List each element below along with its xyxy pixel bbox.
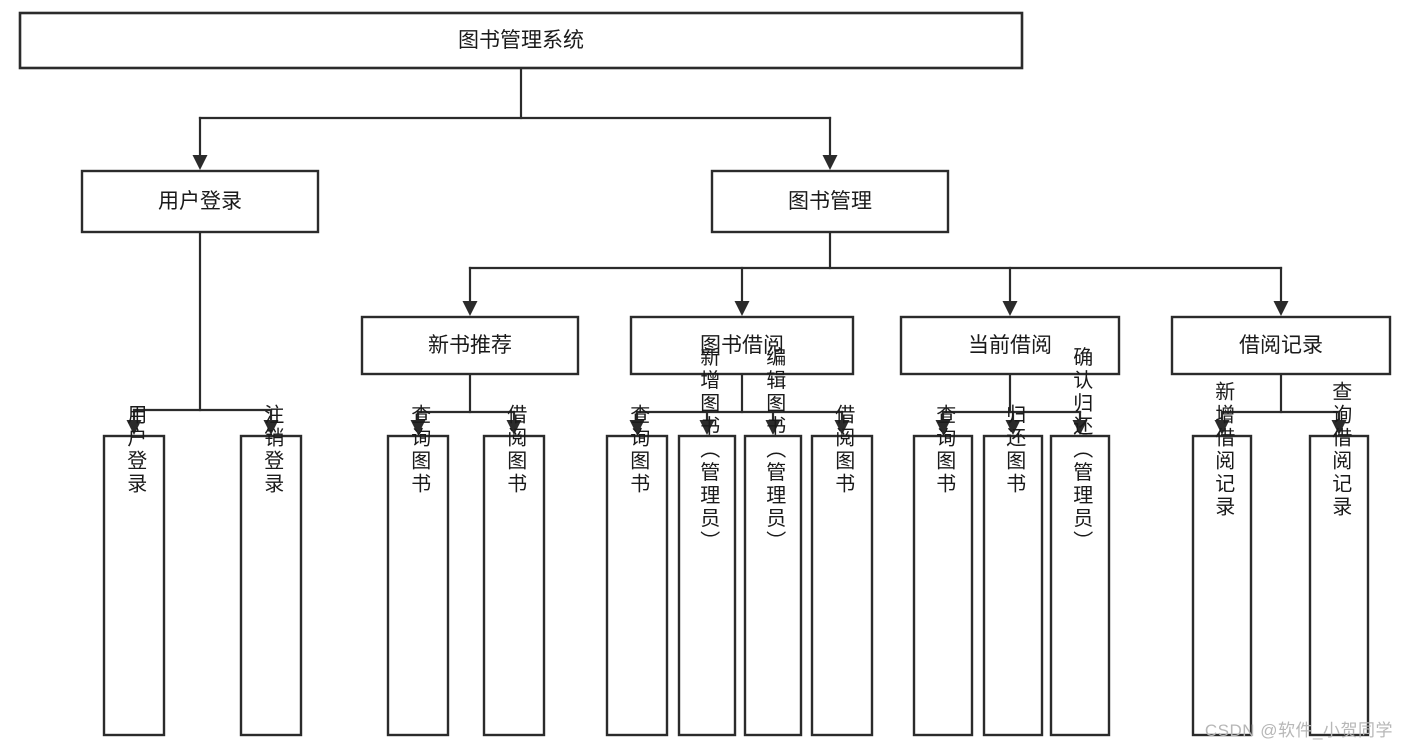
node-label: 新书推荐: [428, 334, 512, 357]
node-leaf_borrow_2[interactable]: 编辑图书（管理员）: [743, 346, 803, 737]
node-label: 用户登录: [158, 190, 242, 213]
node-label: 图书借阅: [700, 334, 784, 357]
node-label: 新增图书（管理员）: [697, 346, 720, 553]
node-label: 编辑图书（管理员）: [763, 346, 786, 553]
arrow-head-icon: [1331, 420, 1347, 435]
node-box[interactable]: [743, 434, 803, 737]
arrow-head-icon: [1214, 420, 1230, 435]
node-box[interactable]: [605, 434, 669, 737]
node-box[interactable]: [1308, 434, 1370, 737]
node-root[interactable]: 图书管理系统: [18, 11, 1024, 70]
node-leaf_borrow_1[interactable]: 新增图书（管理员）: [677, 346, 737, 737]
node-box[interactable]: [386, 434, 450, 737]
node-box[interactable]: [1170, 315, 1392, 376]
node-leaf_rec_0[interactable]: 新增借阅记录: [1191, 381, 1253, 737]
node-label: 归还图书: [1003, 404, 1026, 496]
node-box[interactable]: [80, 169, 320, 234]
node-box[interactable]: [1191, 434, 1253, 737]
node-leaf_new_1[interactable]: 借阅图书: [482, 404, 546, 737]
arrow-head-icon: [734, 301, 750, 316]
node-box[interactable]: [899, 315, 1121, 376]
arrow-head-icon: [410, 420, 426, 435]
arrow-head-icon: [1005, 420, 1021, 435]
node-box[interactable]: [482, 434, 546, 737]
node-label: 注销登录: [261, 404, 284, 496]
arrow-head-icon: [462, 301, 478, 316]
node-layer: 图书管理系统用户登录图书管理新书推荐图书借阅当前借阅借阅记录用户登录注销登录查询…: [18, 11, 1392, 737]
node-label: 图书管理: [788, 190, 872, 213]
node-label: 借阅图书: [504, 404, 527, 496]
node-label: 借阅图书: [832, 404, 855, 496]
arrow-head-icon: [1273, 301, 1289, 316]
node-label: 查询图书: [408, 404, 431, 496]
arrow-head-icon: [699, 420, 715, 435]
node-leaf_rec_1[interactable]: 查询借阅记录: [1308, 381, 1370, 737]
node-label: 查询图书: [627, 404, 650, 496]
node-label: 查询借阅记录: [1329, 381, 1352, 519]
node-box[interactable]: [239, 434, 303, 737]
node-leaf_borrow_3[interactable]: 借阅图书: [810, 404, 874, 737]
node-box[interactable]: [982, 434, 1044, 737]
node-box[interactable]: [710, 169, 950, 234]
node-l2_3[interactable]: 借阅记录: [1170, 315, 1392, 376]
arrow-head-icon: [192, 155, 208, 170]
arrow-head-icon: [629, 420, 645, 435]
node-leaf_new_0[interactable]: 查询图书: [386, 404, 450, 737]
arrow-head-icon: [834, 420, 850, 435]
node-leaf_borrow_0[interactable]: 查询图书: [605, 404, 669, 737]
node-label: 借阅记录: [1239, 334, 1323, 357]
node-leaf_login_1[interactable]: 注销登录: [239, 404, 303, 737]
node-l1_1[interactable]: 图书管理: [710, 169, 950, 234]
node-label: 新增借阅记录: [1212, 381, 1235, 519]
node-box[interactable]: [912, 434, 974, 737]
node-l2_2[interactable]: 当前借阅: [899, 315, 1121, 376]
node-box[interactable]: [360, 315, 580, 376]
connector-layer: [126, 66, 1347, 435]
arrow-head-icon: [1072, 420, 1088, 435]
node-l1_0[interactable]: 用户登录: [80, 169, 320, 234]
node-label: 确认归还（管理员）: [1070, 346, 1093, 553]
arrow-head-icon: [126, 420, 142, 435]
node-l2_0[interactable]: 新书推荐: [360, 315, 580, 376]
node-box[interactable]: [1049, 434, 1111, 737]
node-label: 用户登录: [124, 404, 147, 496]
arrow-head-icon: [263, 420, 279, 435]
node-leaf_cur_1[interactable]: 归还图书: [982, 404, 1044, 737]
node-label: 当前借阅: [968, 334, 1052, 357]
node-leaf_cur_2[interactable]: 确认归还（管理员）: [1049, 346, 1111, 737]
node-leaf_login_0[interactable]: 用户登录: [102, 404, 166, 737]
node-box[interactable]: [102, 434, 166, 737]
node-l2_1[interactable]: 图书借阅: [629, 315, 855, 376]
node-label: 图书管理系统: [458, 29, 584, 52]
node-box[interactable]: [810, 434, 874, 737]
arrow-head-icon: [506, 420, 522, 435]
node-label: 查询图书: [933, 404, 956, 496]
arrow-head-icon: [1002, 301, 1018, 316]
node-box[interactable]: [18, 11, 1024, 70]
arrow-head-icon: [765, 420, 781, 435]
node-leaf_cur_0[interactable]: 查询图书: [912, 404, 974, 737]
node-box[interactable]: [629, 315, 855, 376]
arrow-head-icon: [935, 420, 951, 435]
arrow-head-icon: [822, 155, 838, 170]
node-box[interactable]: [677, 434, 737, 737]
